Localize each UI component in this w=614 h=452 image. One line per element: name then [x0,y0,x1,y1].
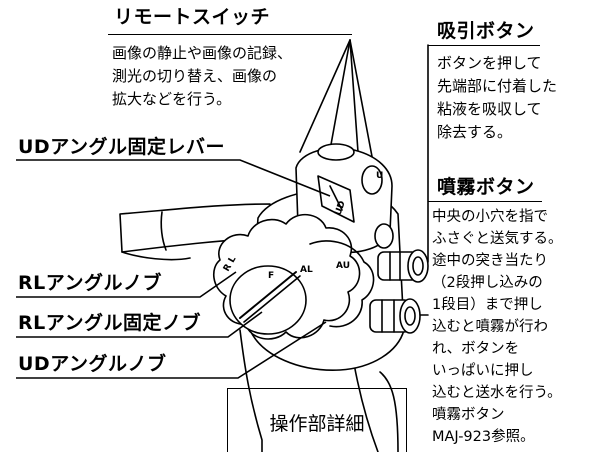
remote-switch-line: 測光の切り替え、画像の [112,67,278,85]
spray-button-line: MAJ-923参照。 [432,429,535,445]
remote-switch-underline [108,34,352,35]
rl-knob-leader [16,271,237,298]
remote-switch-line: 画像の静止や画像の記録、 [112,44,293,62]
spray-button-line: 途中の突き当たり [432,253,548,269]
spray-button-line: ふさぐと送気する。 [432,231,563,247]
spray-valve [369,298,421,334]
spray-button-line: （2段押し込みの [432,275,543,291]
ud-knob [309,240,375,328]
spray-button-line: 込むと送水を行う。 [432,385,562,401]
ud-knob-label: UDアングルノブ [18,353,167,375]
remote-switch-line: 拡大などを行う。 [112,90,232,108]
remote-switch-desc: 画像の静止や画像の記録、 測光の切り替え、画像の 拡大などを行う。 [112,42,292,111]
suction-button-line: 先端部に付着した [437,77,558,95]
suction-button-line: 除去する。 [437,123,513,141]
suction-button-title: 吸引ボタン [437,20,535,42]
ud-lock-lever-leader [16,159,331,197]
suction-button-line: 粘液を吸収して [437,100,542,118]
spray-button-line: れ、ボタンを [432,341,520,357]
spray-button-underline [428,201,542,202]
rl-knob-label: RLアングルノブ [18,272,162,294]
rl-lock-knob-label: RLアングル固定ノブ [18,312,201,334]
rl-lock-knob-leader [16,311,263,338]
suction-button-underline [428,45,540,46]
remote-switch-title: リモートスイッチ [114,6,271,28]
spray-button-title: 噴霧ボタン [437,176,535,198]
caption-box: 操作部詳細 [227,388,407,452]
mark-f: F [268,271,274,281]
suction-button-desc: ボタンを押して 先端部に付着した 粘液を吸収して 除去する。 [437,52,557,144]
spray-button-line: いっぱいに押し [432,363,534,379]
spray-button-line: 込むと噴霧が行わ [432,319,548,335]
suction-valve [377,249,429,283]
ud-knob-leader [16,321,327,379]
spray-button-desc: 中央の小穴を指で ふさぐと送気する。 途中の突き当たり （2段押し込みの 1段目… [432,206,563,448]
spray-button-line: 1段目）まで押し [432,297,543,313]
suction-button-line: ボタンを押して [437,54,542,72]
ud-lock-lever-label: UDアングル固定レバー [18,136,225,158]
spray-button-line: 中央の小穴を指で [432,209,548,225]
mark-au: AU [336,261,350,271]
spray-button-line: 噴霧ボタン [432,407,505,423]
mark-ud: UD [333,200,347,217]
mark-u: U [376,171,383,181]
caption-text: 操作部詳細 [269,413,365,435]
mark-al: AL [300,265,313,275]
